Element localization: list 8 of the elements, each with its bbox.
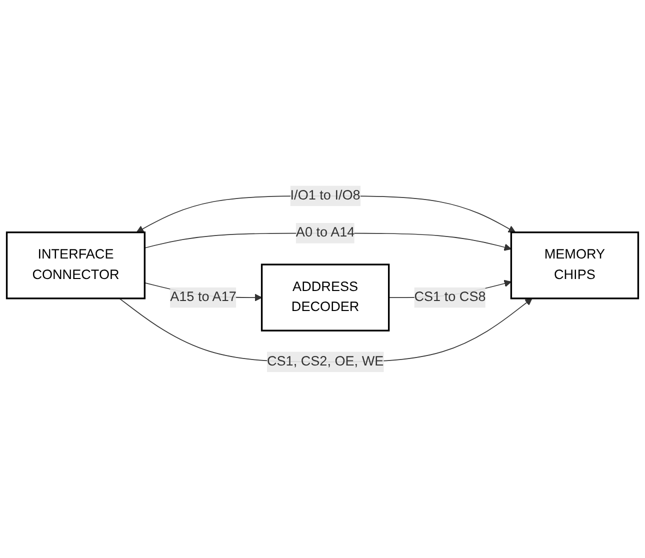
node-box: INTERFACE CONNECTOR <box>6 232 146 300</box>
node-box: ADDRESS DECODER <box>260 264 390 332</box>
node-box: MEMORY CHIPS <box>510 232 640 300</box>
edge-label: I/O1 to I/O8 <box>290 188 360 203</box>
edge-label: A0 to A14 <box>296 226 355 240</box>
edge-label: CS1 to CS8 <box>414 290 486 304</box>
edge-label: A15 to A17 <box>170 290 236 304</box>
edge-label: CS1, CS2, OE, WE <box>266 354 384 369</box>
